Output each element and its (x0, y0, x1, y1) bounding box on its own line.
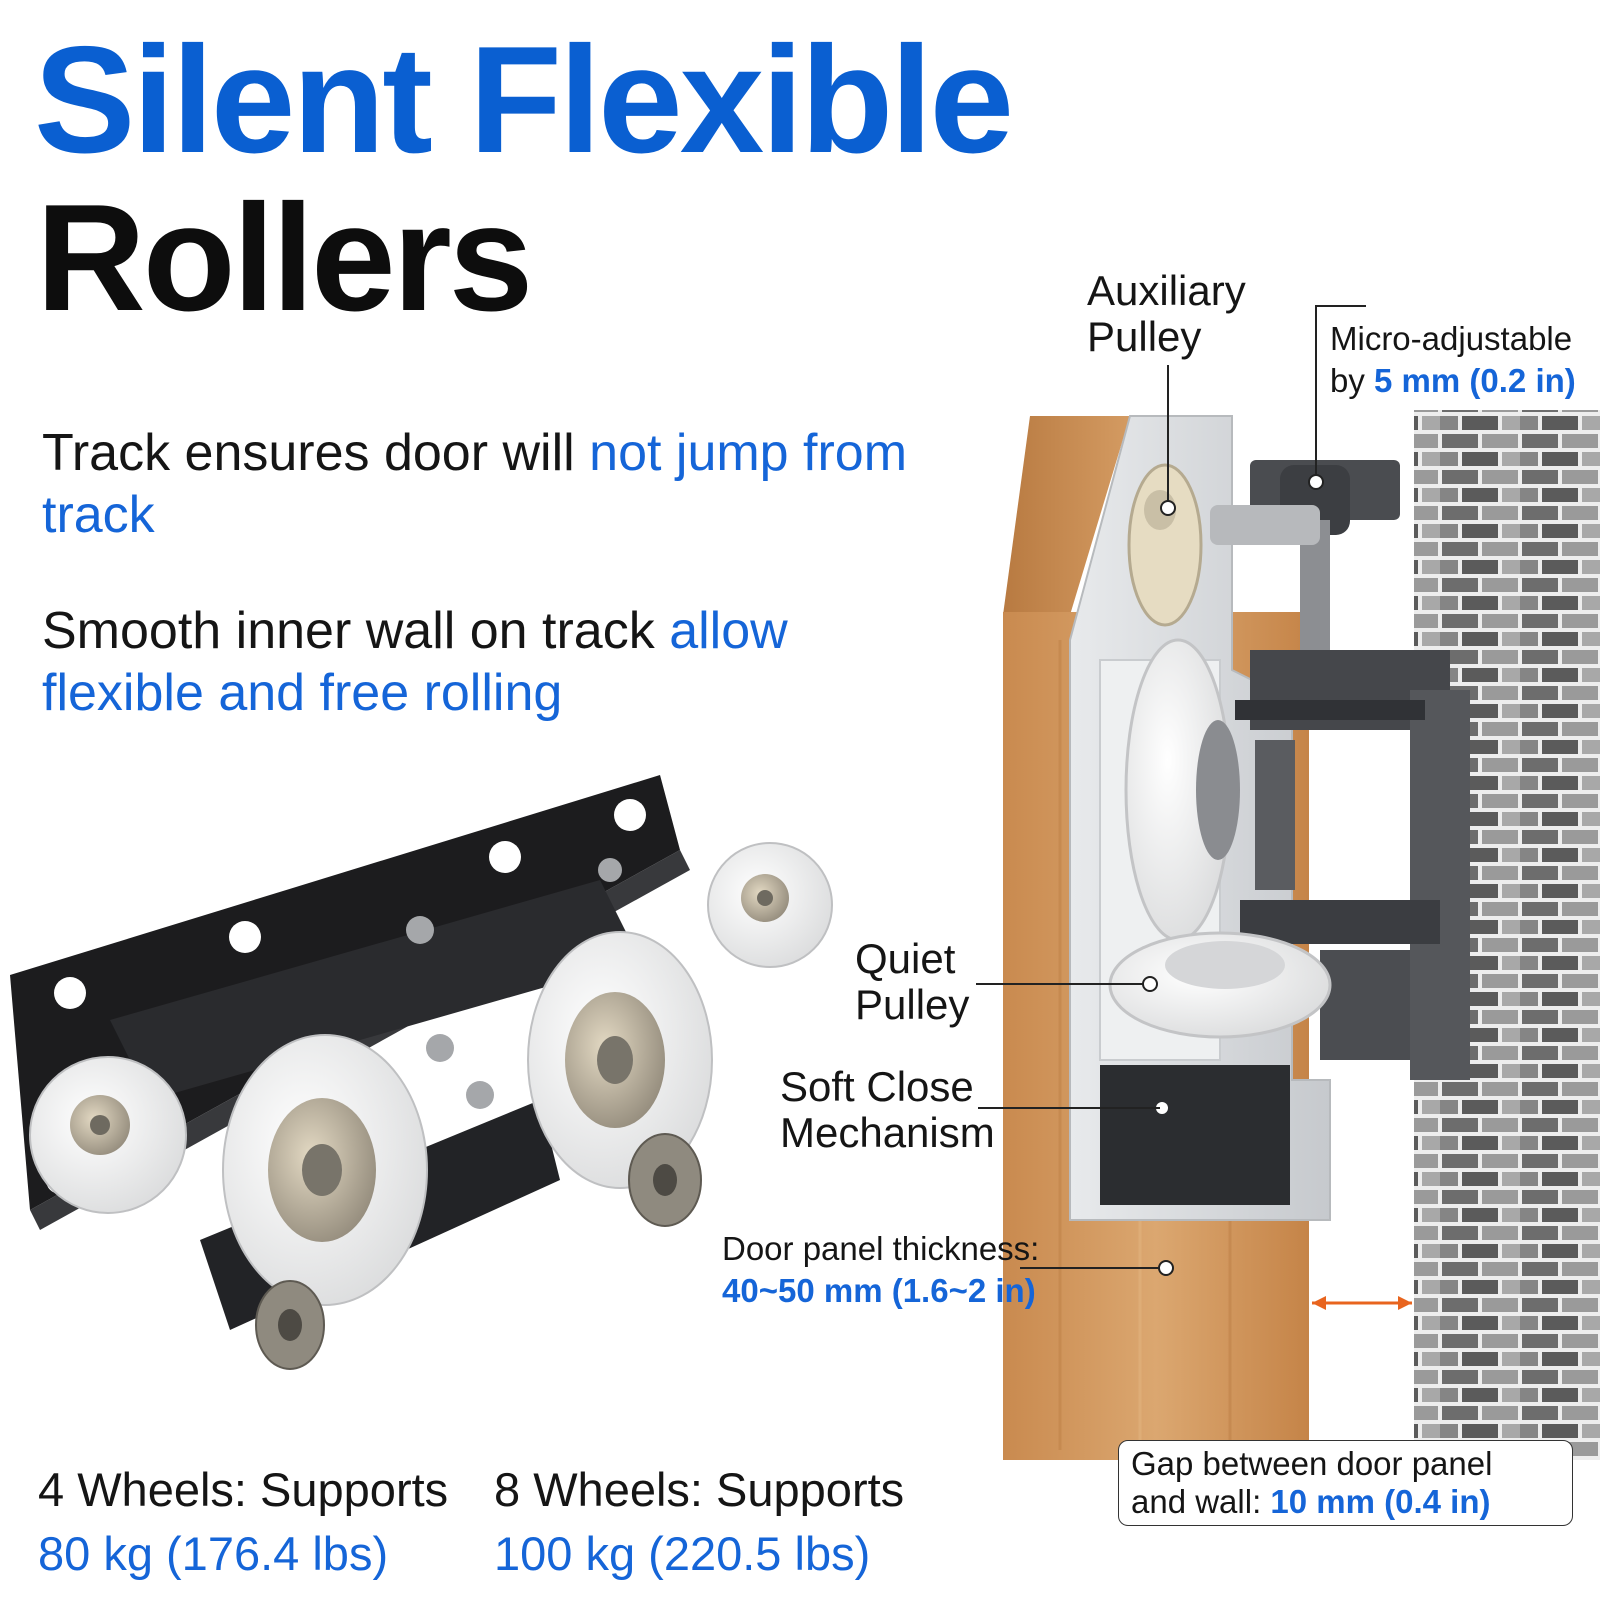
spec-value: 100 kg (220.5 lbs) (494, 1527, 871, 1580)
auxiliary-pulley (1127, 463, 1203, 627)
roller-hardware (1210, 460, 1470, 1080)
callout-value: 10 mm (0.4 in) (1270, 1483, 1491, 1520)
callout-line: Pulley (1087, 313, 1202, 360)
main-wheel (1124, 638, 1240, 942)
spec-4-wheels: 4 Wheels: Supports 80 kg (176.4 lbs) (38, 1458, 448, 1586)
callout-prefix: by (1330, 362, 1375, 399)
feature-highlight: allow flexible and free rolling (42, 602, 788, 722)
spec-value: 80 kg (176.4 lbs) (38, 1527, 389, 1580)
feature-track-no-jump: Track ensures door will not jump from tr… (42, 422, 922, 546)
feature-text: Track ensures door will (42, 424, 590, 482)
callout-prefix: and wall: (1131, 1483, 1271, 1520)
callout-panel-thickness: Door panel thickness: 40~50 mm (1.6~2 in… (722, 1228, 1039, 1312)
headline-line-2: Rollers (36, 173, 533, 343)
roller-hanger-product (10, 775, 833, 1370)
callout-line: Door panel thickness: (722, 1230, 1040, 1267)
callout-quiet-pulley: Quiet Pulley (855, 936, 969, 1028)
callout-value: 40~50 mm (1.6~2 in) (722, 1272, 1036, 1309)
callout-line: Gap between door panel (1131, 1445, 1493, 1482)
headline-line-1: Silent Flexible (34, 15, 1014, 185)
callout-gap-box: Gap between door panel and wall: 10 mm (… (1118, 1440, 1573, 1526)
callout-value: 5 mm (0.2 in) (1374, 362, 1576, 399)
callout-line: Quiet (855, 935, 956, 982)
gap-arrow (1312, 1296, 1412, 1310)
callout-micro-adjustable: Micro-adjustable by 5 mm (0.2 in) (1330, 318, 1576, 402)
callout-line: Auxiliary (1087, 267, 1246, 314)
quiet-pulley (1108, 931, 1332, 1039)
callout-line: Mechanism (780, 1109, 995, 1156)
callout-soft-close: Soft Close Mechanism (780, 1064, 995, 1156)
spec-label: 4 Wheels: Supports (38, 1463, 449, 1516)
feature-text: Smooth inner wall on track (42, 602, 670, 660)
callout-auxiliary-pulley: Auxiliary Pulley (1087, 268, 1246, 360)
callout-line: Micro-adjustable (1330, 320, 1573, 357)
spec-8-wheels: 8 Wheels: Supports 100 kg (220.5 lbs) (494, 1458, 904, 1586)
callout-line: Soft Close (780, 1063, 974, 1110)
callout-lines (976, 305, 1366, 1269)
feature-smooth-wall: Smooth inner wall on track allow flexibl… (42, 600, 922, 724)
callout-dots (1142, 474, 1324, 1276)
callout-line: Pulley (855, 981, 970, 1028)
spec-label: 8 Wheels: Supports (494, 1463, 905, 1516)
feature-highlight: not jump from track (42, 424, 908, 544)
